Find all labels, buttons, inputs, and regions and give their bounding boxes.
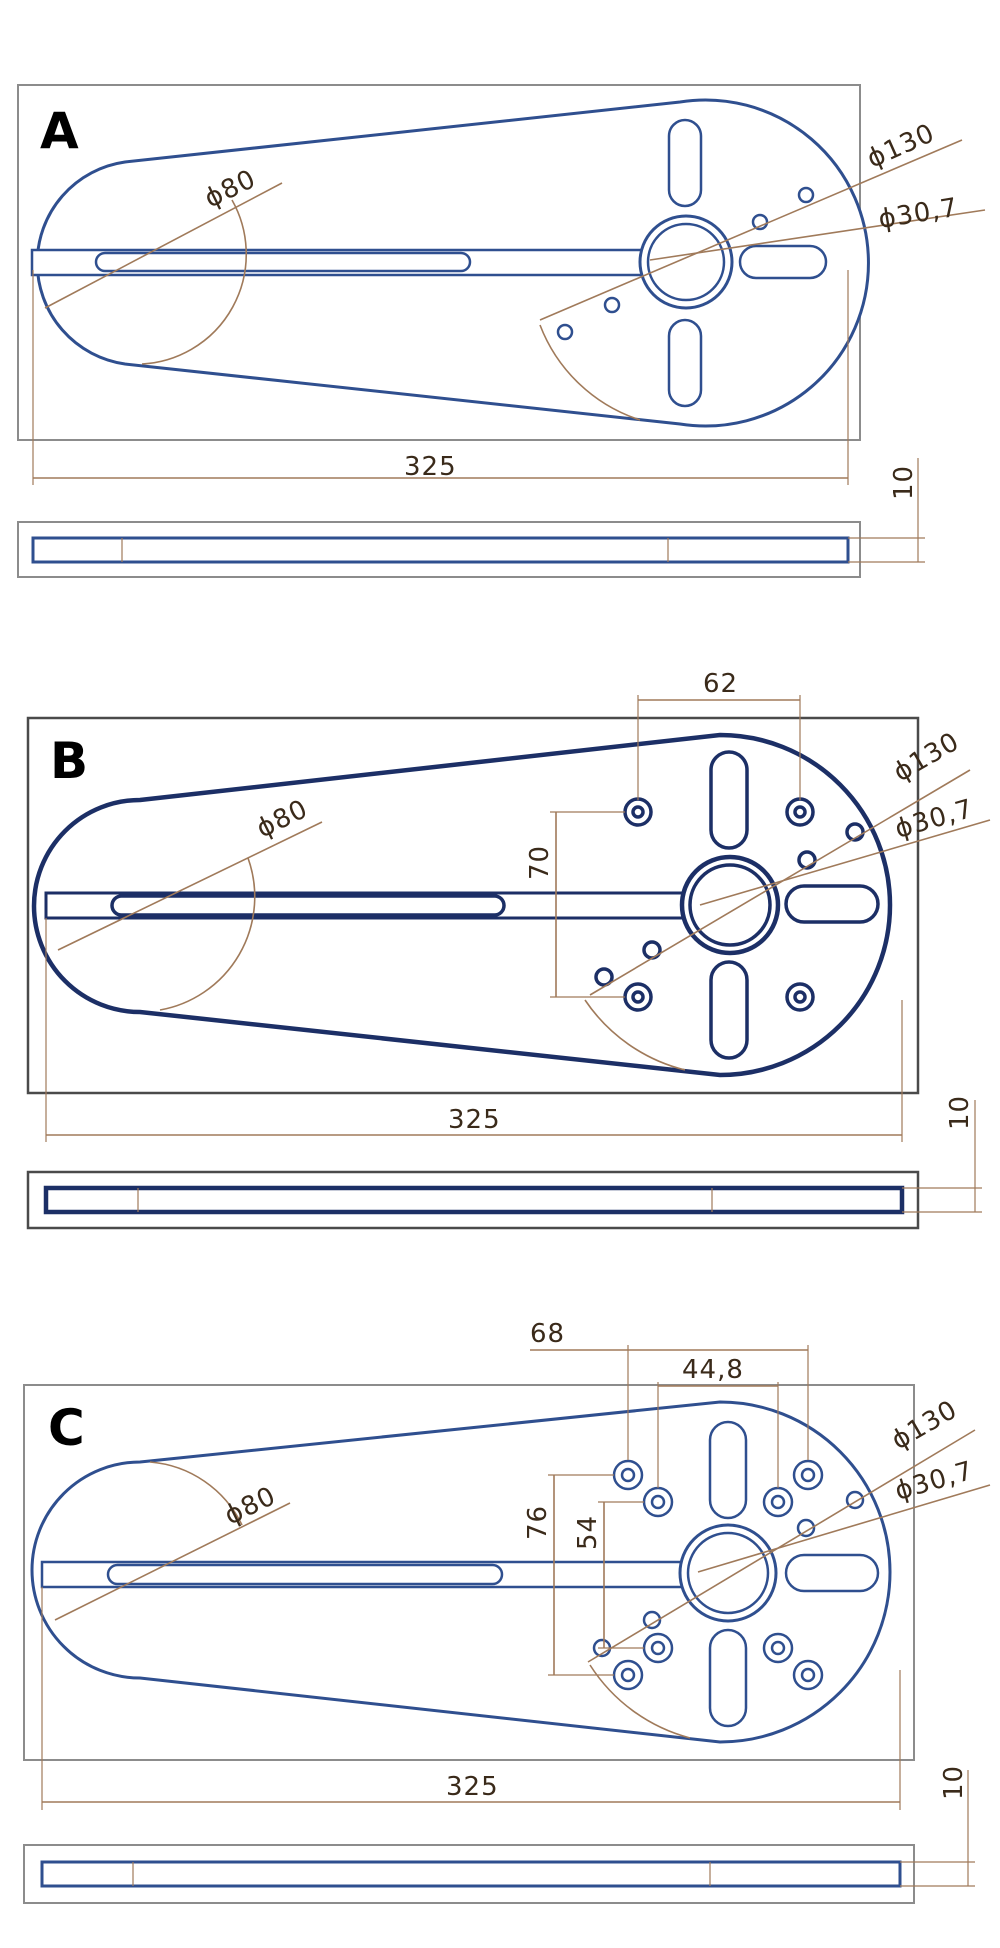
- panel-b-center-hole: [688, 863, 772, 947]
- panel-c-slot-right: [784, 1553, 880, 1593]
- panel-b-small-hole: [594, 967, 614, 987]
- panel-b-slot-bottom: [709, 960, 749, 1060]
- panel-b-side-marks: [137, 1188, 713, 1212]
- panel-c-side-frame: [23, 1844, 915, 1904]
- panel-c-10-text: 10: [939, 1765, 969, 1800]
- panel-b-label: B: [50, 732, 88, 790]
- panel-a-center-hole: [646, 222, 726, 302]
- panel-c-frame: [23, 1384, 915, 1761]
- panel-c-phi80-arc: [149, 1461, 243, 1526]
- panel-a-slot-right: [738, 244, 828, 280]
- panel-b: B 62 70 ϕ80 ϕ130 ϕ3: [26, 669, 991, 1230]
- panel-b-phi130-arc: [584, 999, 686, 1071]
- panel-b-long-slot: [110, 894, 506, 917]
- panel-b-slot-right: [784, 884, 880, 924]
- panel-c: C 68 44,8: [23, 1319, 991, 1904]
- panel-a-phi30-text: ϕ30,7: [876, 193, 960, 235]
- panel-b-phi130-leader: [589, 769, 971, 996]
- panel-a-phi130-arc: [539, 324, 641, 421]
- panel-a-small-hole: [797, 186, 815, 204]
- panel-b-frame: [26, 716, 920, 1095]
- panel-b-325-ext: [45, 918, 903, 1142]
- panel-b-mount-hole-inner: [631, 805, 645, 819]
- panel-c-76-text: 76: [523, 1505, 553, 1540]
- panel-c-slot-bottom: [708, 1628, 748, 1728]
- panel-b-side-frame: [26, 1170, 920, 1230]
- panel-a-10-text: 10: [889, 465, 919, 500]
- panel-c-horiz-ext: [627, 1345, 809, 1488]
- panel-a-phi30-leader: [649, 209, 986, 261]
- panel-c-side-plate: [40, 1860, 902, 1888]
- panel-b-10-ext: [902, 1100, 982, 1213]
- panel-a-label: A: [40, 102, 79, 160]
- panel-b-70-text: 70: [525, 845, 555, 880]
- panel-a-phi80-arc: [141, 199, 247, 365]
- panel-a-long-slot: [94, 251, 472, 273]
- panel-c-325-ext: [41, 1587, 901, 1810]
- panel-b-325-text: 325: [448, 1105, 501, 1135]
- panel-c-54-text: 54: [573, 1515, 603, 1550]
- panel-c-label: C: [48, 1399, 85, 1457]
- panel-a-small-hole: [603, 296, 621, 314]
- panel-c-center-hole: [686, 1531, 770, 1615]
- panel-b-phi80-leader: [57, 821, 323, 951]
- panel-c-448-text: 44,8: [682, 1355, 744, 1385]
- panel-c-325-text: 325: [446, 1772, 499, 1802]
- panel-b-slot-top: [709, 750, 749, 850]
- panel-c-side-marks: [132, 1862, 711, 1886]
- panel-a-phi130-leader: [539, 139, 963, 321]
- panel-b-10-text: 10: [945, 1095, 975, 1130]
- panel-a: A ϕ80 ϕ130 ϕ30,7 325 10: [17, 84, 986, 578]
- panel-c-small-hole: [642, 1610, 662, 1630]
- panel-b-70-ext: [550, 811, 625, 998]
- panel-b-phi130-text: ϕ130: [889, 727, 965, 788]
- panel-c-68-text: 68: [530, 1319, 565, 1349]
- panel-a-side-plate: [31, 536, 850, 564]
- panel-a-10-ext: [848, 458, 925, 563]
- panel-a-side-marks: [121, 538, 669, 562]
- panel-c-10-ext: [900, 1770, 975, 1887]
- panel-a-325-ext: [32, 270, 849, 485]
- panel-c-phi130-leader: [587, 1429, 976, 1663]
- panel-a-325-text: 325: [404, 452, 457, 482]
- panel-c-phi130-arc: [589, 1664, 691, 1739]
- panel-c-phi30-text: ϕ30,7: [892, 1456, 977, 1507]
- panel-c-phi30-leader: [697, 1484, 991, 1573]
- panel-b-side-plate: [43, 1185, 905, 1215]
- panel-a-slot-bottom: [667, 318, 703, 408]
- panel-a-phi80-leader: [44, 182, 283, 309]
- panel-a-slot-top: [667, 118, 703, 208]
- panel-b-mount-hole-inner: [793, 805, 807, 819]
- panel-b-phi80-arc: [159, 857, 256, 1011]
- panel-c-phi130-text: ϕ130: [887, 1395, 963, 1456]
- panel-b-mount-hole-inner: [793, 990, 807, 1004]
- panel-b-62-ext: [637, 695, 801, 800]
- panel-c-phi80-leader: [54, 1502, 291, 1621]
- panel-a-small-hole: [556, 323, 574, 341]
- panel-b-62-text: 62: [703, 669, 738, 699]
- panel-c-vert-ext: [548, 1474, 644, 1676]
- panel-c-outer-holes: [612, 1459, 824, 1691]
- panel-c-slot-top: [708, 1420, 748, 1520]
- panel-a-side-frame: [17, 521, 861, 578]
- panel-c-long-slot: [106, 1563, 504, 1586]
- panel-b-phi30-leader: [699, 819, 991, 906]
- panel-b-mount-hole-inner: [631, 990, 645, 1004]
- panel-c-small-hole: [796, 1518, 816, 1538]
